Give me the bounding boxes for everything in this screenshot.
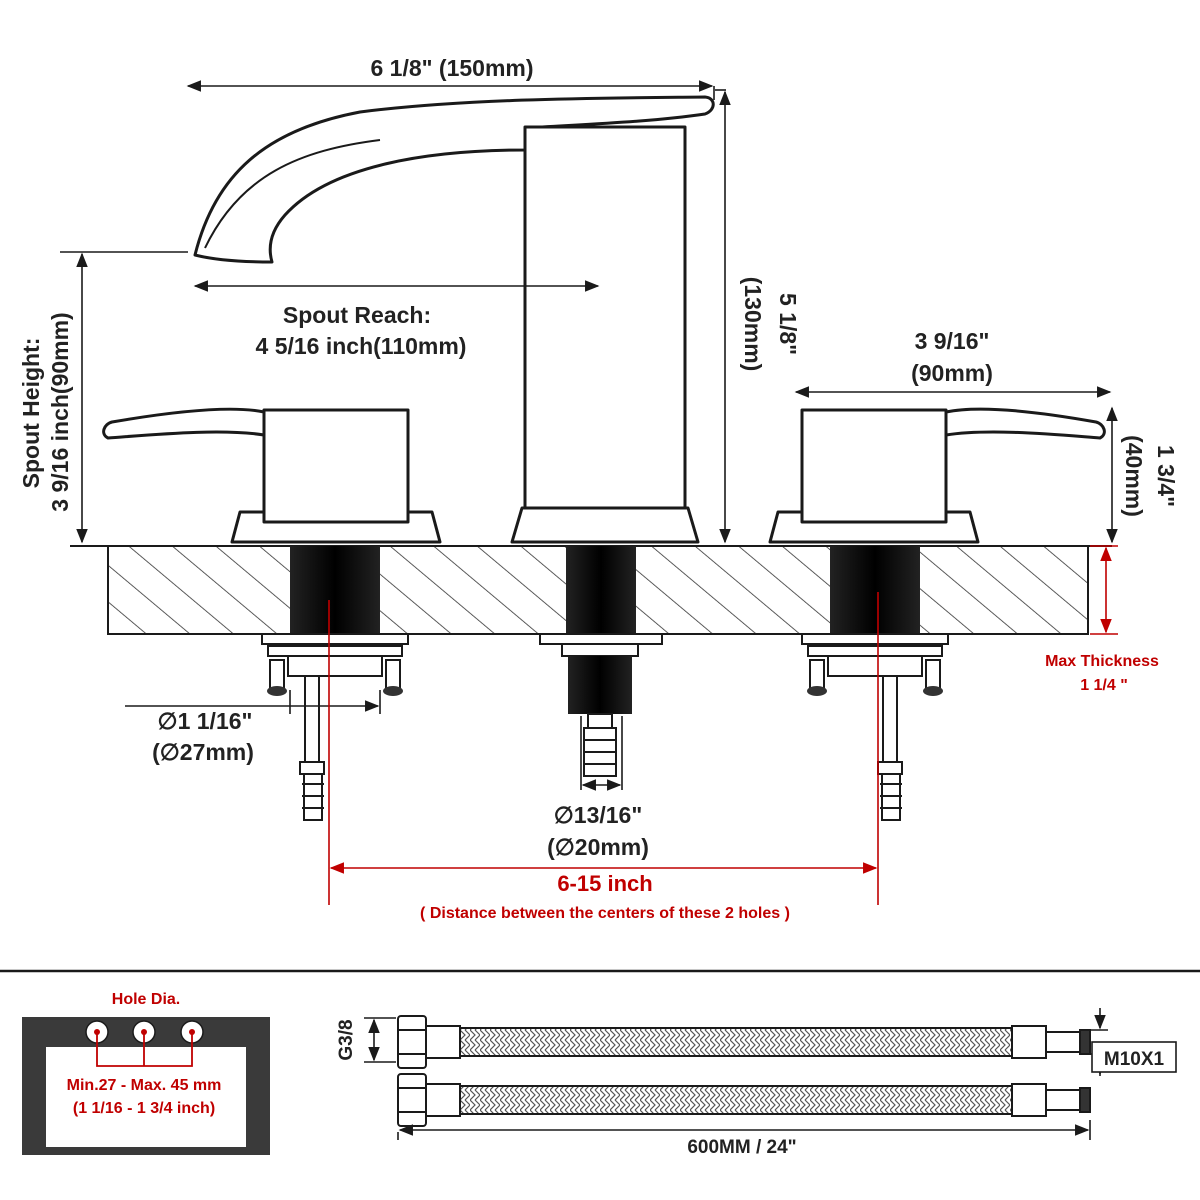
center-shank-in: ∅13/16": [554, 802, 643, 828]
hose-length-label: 600MM / 24": [687, 1137, 796, 1158]
left-shank: [261, 546, 409, 821]
faucet-spout: [193, 95, 715, 544]
side-shank-mm: (∅27mm): [152, 739, 254, 765]
outlet-thread-label: M10X1: [1104, 1049, 1165, 1070]
hole-panel-title: Hole Dia.: [112, 991, 180, 1008]
hole-range-mm: Min.27 - Max. 45 mm: [67, 1077, 222, 1094]
dimension-lines: [60, 80, 1118, 791]
inlet-thread-label: G3/8: [336, 1019, 357, 1060]
spout-reach-title: Spout Reach:: [283, 302, 431, 328]
handle-height-mm: (40mm): [1121, 435, 1147, 517]
handle-length-in: 3 9/16": [915, 328, 990, 354]
center-shank-mm: (∅20mm): [547, 834, 649, 860]
spread-note: ( Distance between the centers of these …: [420, 905, 790, 922]
right-shank: [801, 546, 949, 821]
red-dimension-lines: [328, 545, 1118, 905]
supply-hoses: [397, 1015, 1091, 1127]
center-shank: [539, 546, 663, 777]
spout-height-value: 3 9/16 inch(90mm): [47, 312, 73, 511]
side-shank-in: ∅1 1/16": [158, 708, 253, 734]
total-height-in: 5 1/8": [775, 293, 801, 355]
m10-label-box: [1091, 1041, 1177, 1073]
spout-height-title: Spout Height:: [18, 338, 44, 489]
hole-range-in: (1 1/16 - 1 3/4 inch): [73, 1100, 215, 1117]
max-thickness-title: Max Thickness: [1045, 653, 1159, 670]
total-height-mm: (130mm): [740, 277, 766, 372]
max-thickness-value: 1 1/4 ": [1080, 677, 1128, 694]
left-handle: [102, 407, 442, 544]
spread-label: 6-15 inch: [557, 871, 652, 896]
handle-height-in: 1 3/4": [1153, 445, 1179, 507]
hole-diameter-panel: Hole Dia. Min.27 - Max. 45 mm (1 1/16 - …: [22, 991, 270, 1155]
handle-length-mm: (90mm): [911, 360, 993, 386]
right-handle: [768, 407, 1106, 544]
spout-length-label: 6 1/8" (150mm): [370, 55, 533, 81]
spout-reach-value: 4 5/16 inch(110mm): [256, 333, 467, 359]
